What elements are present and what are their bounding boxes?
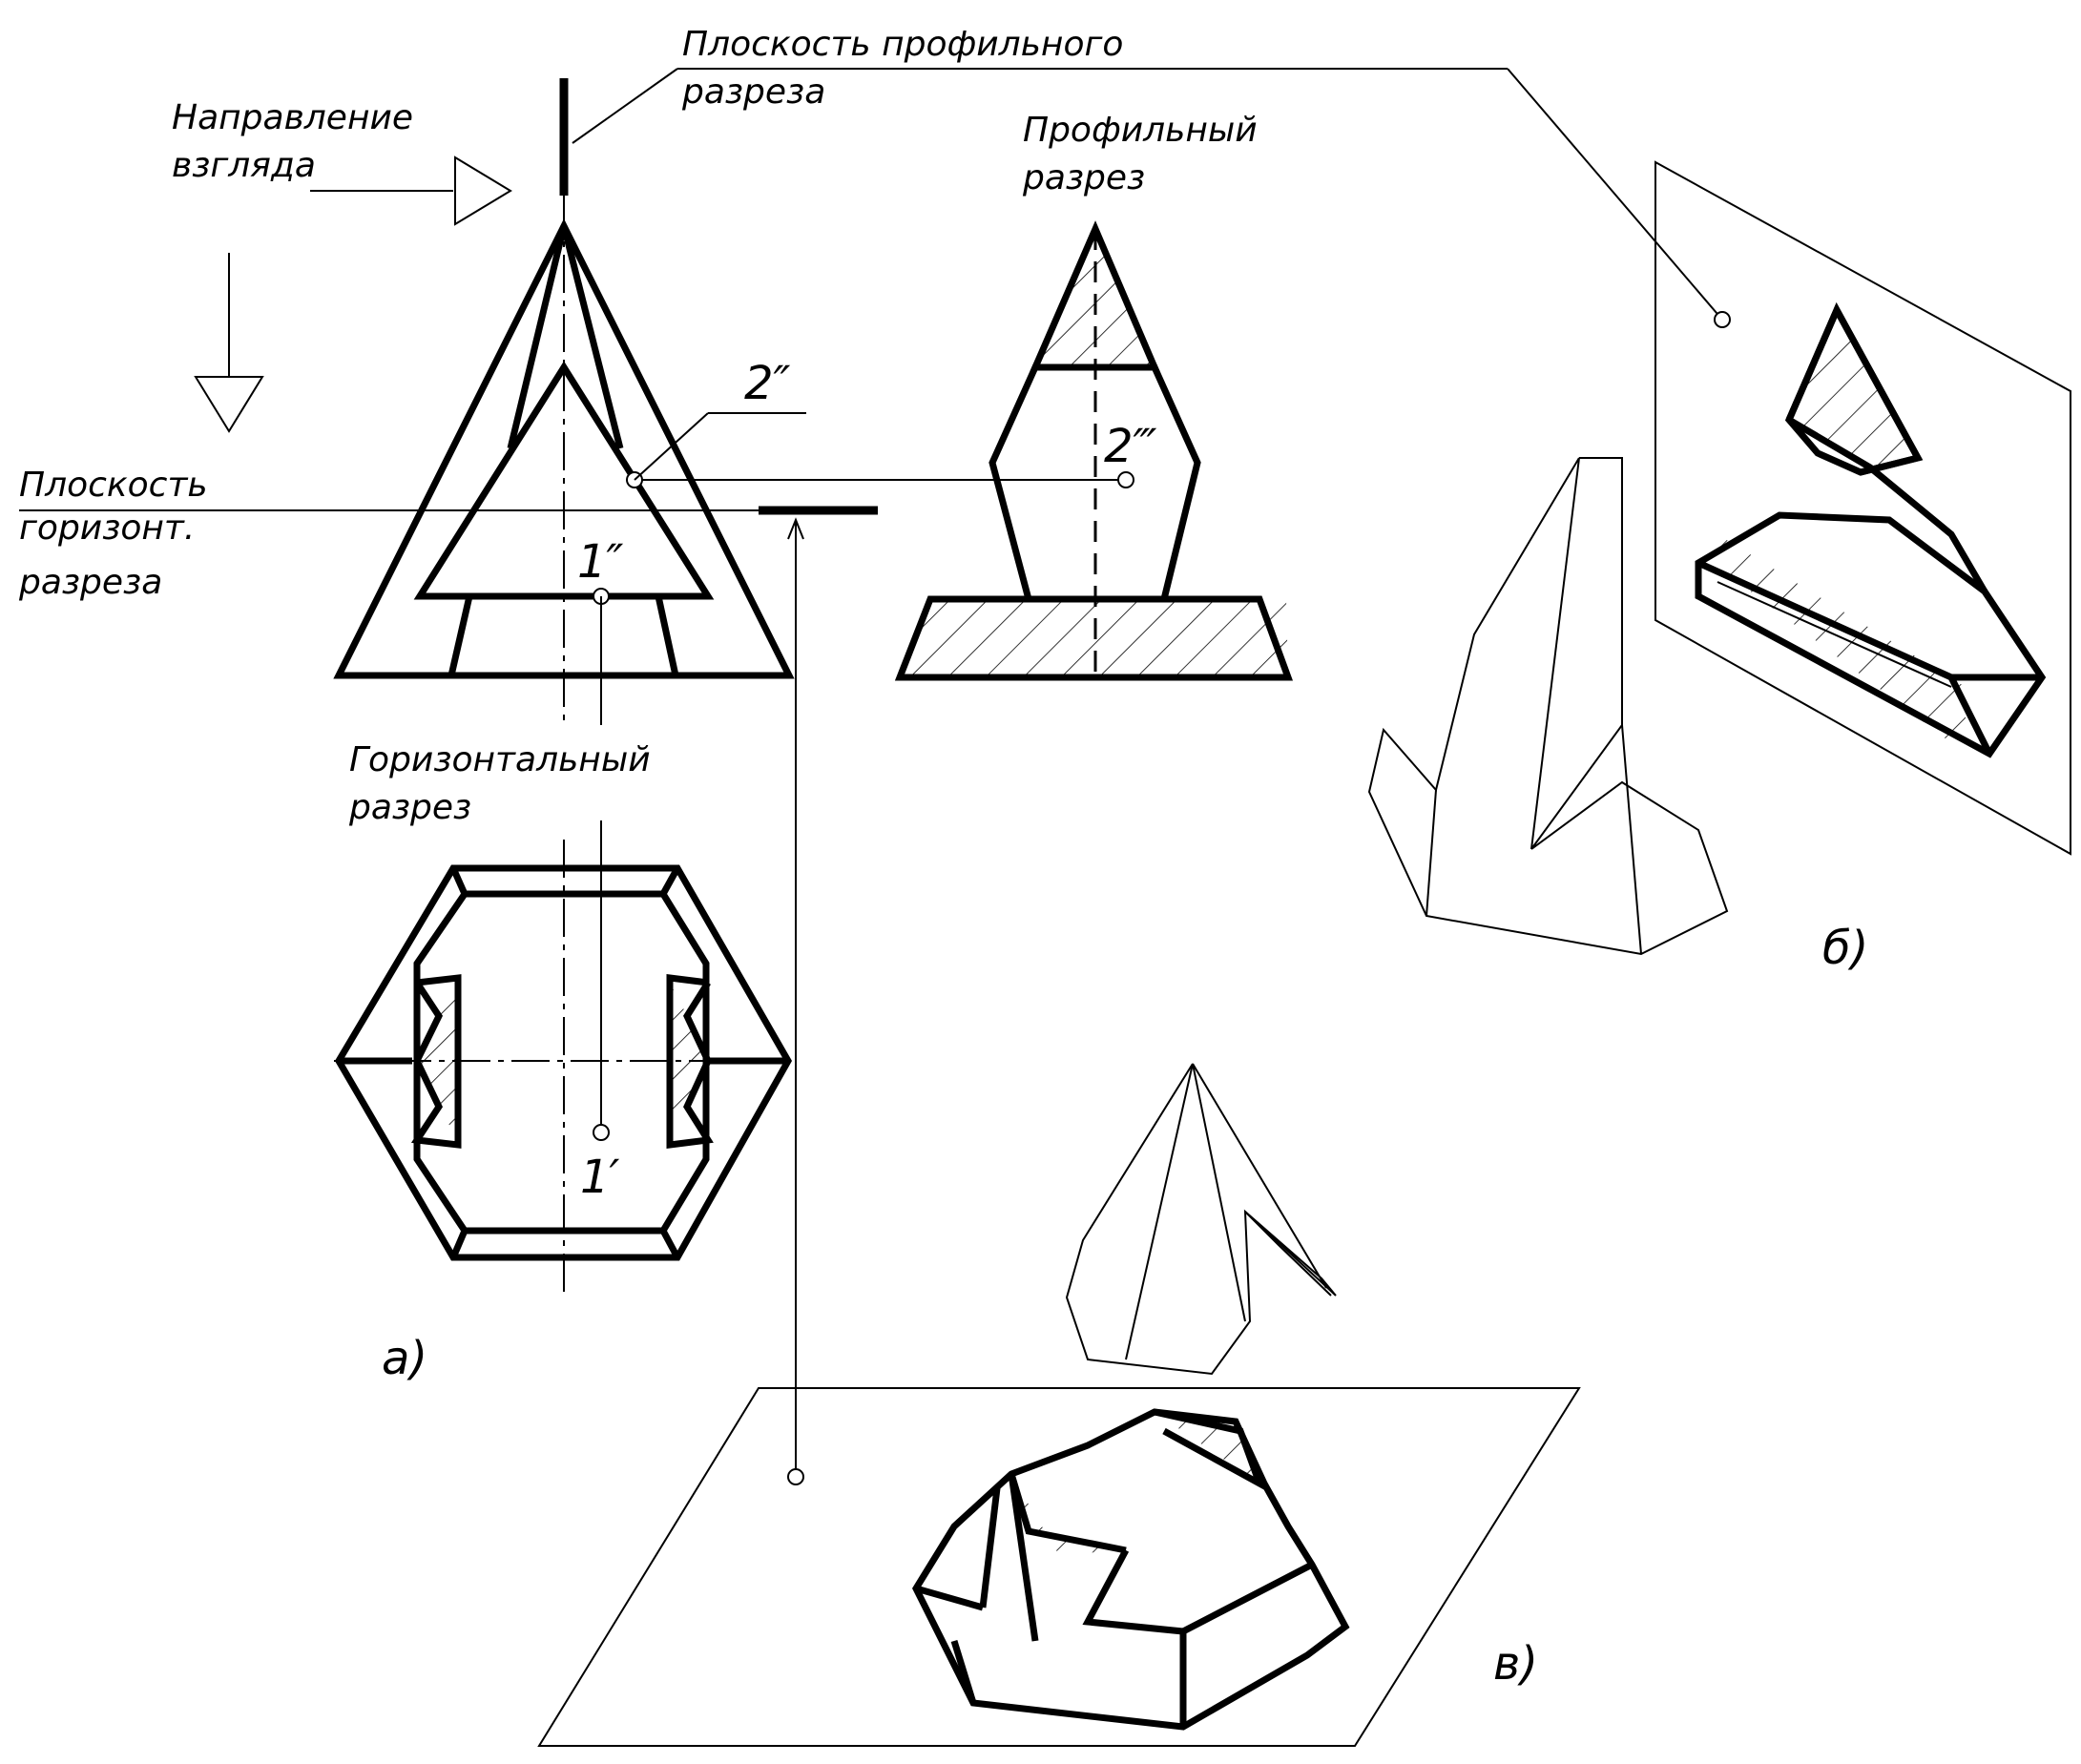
hexagon-section-view xyxy=(334,840,793,1293)
profile-plane-leader-2 xyxy=(1507,68,1723,321)
point-1-front-label: 1″ xyxy=(577,535,624,589)
figure-b-label: б) xyxy=(1822,922,1868,975)
svg-text:горизонт.: горизонт. xyxy=(19,508,195,548)
horizontal-section-label: Горизонтальный разрез xyxy=(348,740,651,827)
svg-text:разрез: разрез xyxy=(348,788,471,827)
horizontal-plane-leader-arrow xyxy=(787,517,804,540)
profile-plane-label: Плоскость профильного разреза xyxy=(681,25,1123,112)
profile-plane-leader xyxy=(572,68,678,144)
profile-section-label: Профильный разрез xyxy=(1022,111,1258,197)
profile-plane-perspective xyxy=(1654,160,2071,856)
svg-text:Горизонтальный: Горизонтальный xyxy=(349,740,651,779)
upper-part-perspective xyxy=(1065,1063,1337,1376)
figure-v-label: в) xyxy=(1493,1637,1538,1691)
svg-text:Направление: Направление xyxy=(172,98,413,137)
svg-text:разреза: разреза xyxy=(681,73,825,112)
view-direction-label: Направление взгляда xyxy=(172,98,413,185)
view-direction-arrow-down xyxy=(194,253,264,433)
remaining-part-perspective xyxy=(1367,457,1729,956)
figure-a-label: а) xyxy=(382,1332,427,1385)
svg-text:разрез: разрез xyxy=(1022,158,1145,197)
svg-text:Профильный: Профильный xyxy=(1023,111,1258,150)
svg-text:разреза: разреза xyxy=(18,563,162,602)
svg-text:Плоскость: Плоскость xyxy=(19,466,208,505)
horizontal-plane-point xyxy=(787,1468,804,1485)
svg-text:Плоскость профильного: Плоскость профильного xyxy=(682,25,1123,64)
horizontal-plane-perspective xyxy=(537,1387,1581,1747)
point-1-top-label: 1′ xyxy=(580,1151,620,1204)
point-2-front-label: 2″ xyxy=(744,357,791,410)
point-2-profile-label: 2‴ xyxy=(1104,420,1157,473)
svg-text:взгляда: взгляда xyxy=(172,146,316,185)
horizontal-plane-label: Плоскость горизонт. разреза xyxy=(18,466,208,602)
profile-plane-point xyxy=(1714,311,1731,328)
front-view xyxy=(333,196,1126,725)
profile-section-view xyxy=(894,220,1294,682)
view-direction-arrow-right xyxy=(310,156,512,226)
